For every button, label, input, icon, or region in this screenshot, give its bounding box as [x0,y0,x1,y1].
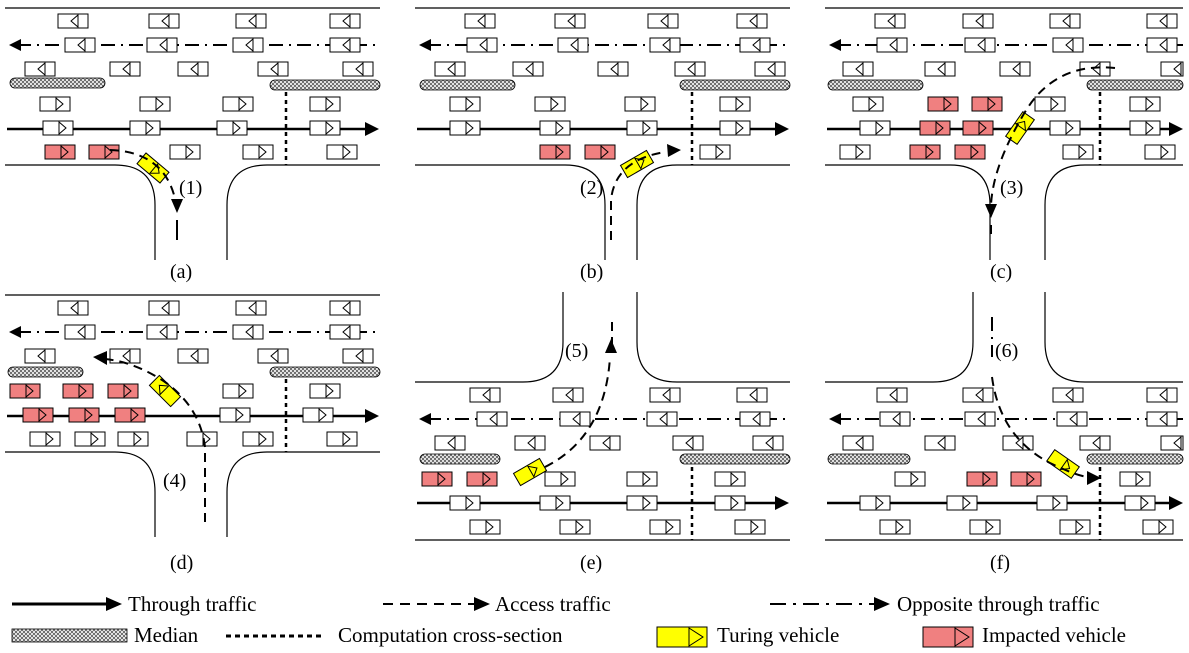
step-label: (1) [179,177,202,199]
access-traffic-path [985,66,1116,240]
legend-turning-vehicle: Turing vehicle [656,623,839,648]
impacted-vehicles [539,144,616,160]
median [419,453,501,465]
impacted-vehicles [9,383,146,423]
eastbound-vehicles [39,96,358,160]
impacted-vehicles [966,471,1042,487]
panel-b: (2) (b) [415,7,791,283]
eastbound-vehicles [839,96,1176,160]
step-label: (5) [565,340,588,362]
legend-opposite-through-traffic: Opposite through traffic [770,592,1100,616]
panel-caption: (b) [580,261,603,283]
panel-f: (6) (f) [825,292,1184,574]
turning-vehicle [1004,111,1036,145]
panel-caption: (e) [580,552,602,574]
legend-computation-cross-section: Computation cross-section [226,623,563,647]
panel-e: (5) (e) [415,292,791,574]
legend-label: Median [134,623,199,647]
road [825,292,1183,541]
median [7,366,84,378]
access-traffic-path [991,317,1101,485]
step-label: (4) [163,470,186,492]
opposite-traffic-line [9,39,375,51]
eastbound-vehicles [449,471,766,535]
opposite-traffic-line [9,326,375,338]
step-label: (3) [1000,177,1023,199]
median [1086,79,1184,91]
step-label: (6) [995,340,1018,362]
eastbound-vehicles [29,383,358,447]
access-traffic-path [610,144,681,240]
access-traffic-path [109,149,183,240]
legend-access-traffic: Access traffic [383,592,611,616]
median [827,79,924,91]
access-traffic-path [544,322,617,468]
turning-vehicle [148,374,182,408]
median [679,453,791,465]
road [415,7,790,260]
legend-through-traffic: Through traffic [12,592,256,616]
westbound-vehicles [434,387,784,451]
road [5,7,380,260]
legend-median: Median [11,623,199,647]
westbound-vehicles [24,13,374,77]
panel-caption: (c) [990,261,1012,283]
panel-caption: (a) [170,261,192,283]
median [269,366,381,378]
step-label: (2) [580,177,603,199]
impacted-vehicles [421,471,498,487]
road [5,294,380,537]
eastbound-vehicles [449,96,751,160]
median [269,79,381,91]
median [827,453,911,465]
median [9,77,106,89]
panel-a: (1) (a) [5,7,381,283]
legend-label: Opposite through traffic [897,592,1100,616]
legend-label: Access traffic [495,592,611,616]
panel-caption: (d) [170,552,193,574]
legend: Through traffic Access traffic Opposite … [11,592,1126,648]
median [419,79,516,91]
road [415,292,790,541]
access-traffic-path [93,351,206,522]
impacted-vehicles [909,96,1003,160]
panel-c: (3) (c) [825,7,1184,283]
eastbound-vehicles [859,471,1174,535]
legend-impacted-vehicle: Impacted vehicle [922,623,1126,648]
impacted-vehicles [44,144,120,160]
legend-label: Through traffic [128,592,256,616]
opposite-traffic-line [419,413,785,425]
turning-vehicle [512,457,548,487]
westbound-vehicles [842,13,1184,77]
westbound-vehicles [434,13,786,77]
legend-label: Impacted vehicle [982,623,1126,647]
legend-label: Turing vehicle [717,623,839,647]
panel-caption: (f) [990,552,1010,574]
median [1086,453,1184,465]
panel-d: (4) (d) [5,294,381,574]
westbound-vehicles [842,387,1184,451]
westbound-vehicles [24,300,374,364]
median [679,79,791,91]
road [825,7,1183,260]
legend-label: Computation cross-section [338,623,563,647]
